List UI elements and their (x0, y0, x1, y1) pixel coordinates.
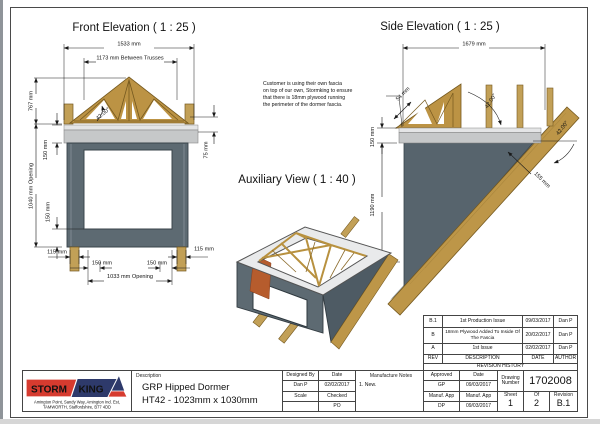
drawing-number-value: 1702008 (523, 370, 578, 392)
of-label: Of (533, 392, 540, 398)
dim-side-rafter: 54 mm (395, 86, 412, 103)
dim-side-fascia: 150 mm (370, 127, 376, 148)
side-elevation-view: Side Elevation ( 1 : 25 ) (370, 21, 580, 316)
front-fascia (63, 124, 199, 131)
dim-side-roof: 155 mm (532, 171, 551, 190)
revision-label: Revision (553, 392, 574, 398)
revision-cell: Revision B.1 (549, 391, 578, 412)
fascia-note: Customer is using their own fascia on to… (263, 81, 353, 109)
scale-value (282, 401, 319, 412)
dim-side-height: 1190 mm (370, 193, 376, 216)
dim-front-trusses: 1173 mm Between Trusses (96, 56, 164, 62)
manuf-app-date-value: 09/03/2017 (459, 401, 498, 412)
rev-row-cell: 18mm Plywood Added To Inside Of The Fasc… (442, 327, 523, 344)
dim-front-bottom: 150 mm (46, 202, 52, 223)
roof-beam (387, 106, 580, 316)
of-cell: Of 2 (523, 391, 550, 412)
dim-inset-right: 150 mm (147, 261, 168, 267)
of-value: 2 (533, 398, 539, 408)
description-label: Description (136, 373, 162, 379)
checked-value: PO (318, 401, 356, 412)
storm-king-logo: STORM KING Amington Point, Sandy Way, Am… (25, 373, 128, 410)
sheet-value: 1 (507, 398, 513, 408)
dim-side-width: 1679 mm (462, 42, 486, 48)
dim-front-right: 75 mm (204, 141, 210, 158)
dim-post-right: 115 mm (194, 247, 214, 253)
logo-storm-text: STORM (31, 385, 67, 396)
rev-row-cell: B (423, 327, 443, 344)
side-title: Side Elevation ( 1 : 25 ) (380, 21, 500, 33)
aux-title: Auxiliary View ( 1 : 40 ) (238, 174, 356, 186)
drawing-frame (10, 7, 588, 418)
revision-value: B.1 (556, 398, 571, 408)
manufacture-notes-label: Manufacture Notes (369, 373, 413, 379)
sheet-label: Sheet (503, 392, 518, 398)
front-body (66, 142, 189, 248)
dim-front-fascia: 150 mm (43, 140, 49, 161)
dim-inset-left: 150 mm (92, 261, 113, 267)
front-elevation-view: Front Elevation ( 1 : 25 ) (29, 22, 218, 285)
dim-front-width: 1533 mm (117, 42, 141, 48)
description-cell: Description GRP Hipped Dormer HT42 - 102… (131, 370, 283, 412)
side-fascia (398, 127, 542, 133)
drawing-number-label: Drawing Number (497, 370, 524, 392)
description-line2: HT42 - 1023mm x 1030mm (142, 395, 258, 406)
logo-address-line1: Amington Point, Sandy Way, Amington Ind.… (34, 400, 120, 405)
dim-front-opening-w: 1033 mm Opening (107, 274, 153, 280)
logo-address-line2: TAMWORTH, Staffordshire, B77 4DD (43, 405, 111, 410)
manufacture-notes-cell: Manufacture Notes 1. New. (355, 370, 424, 412)
logo-cell: STORM KING Amington Point, Sandy Way, Am… (22, 370, 132, 412)
dim-front-opening-h: 1040 mm Opening (29, 163, 35, 209)
rev-row-cell: Dan P (553, 327, 578, 344)
rev-row-cell: 20/02/2017 (522, 327, 554, 344)
aux-truss-lattice (258, 232, 367, 287)
dim-post-left: 115 mm (47, 250, 67, 256)
aux-fascia-ring (235, 226, 393, 296)
front-title: Front Elevation ( 1 : 25 ) (72, 22, 196, 34)
sheet-cell: Sheet 1 (497, 391, 524, 412)
page-edge (0, 419, 600, 424)
description-line1: GRP Hipped Dormer (142, 382, 230, 393)
manufacture-notes-value: 1. New. (359, 382, 377, 388)
window-edge (0, 0, 3, 424)
manuf-app-value: DP (423, 401, 460, 412)
logo-king-text: KING (79, 385, 104, 396)
dim-front-height: 767 mm (29, 91, 35, 112)
auxiliary-view: Auxiliary View ( 1 : 40 ) (235, 174, 399, 350)
